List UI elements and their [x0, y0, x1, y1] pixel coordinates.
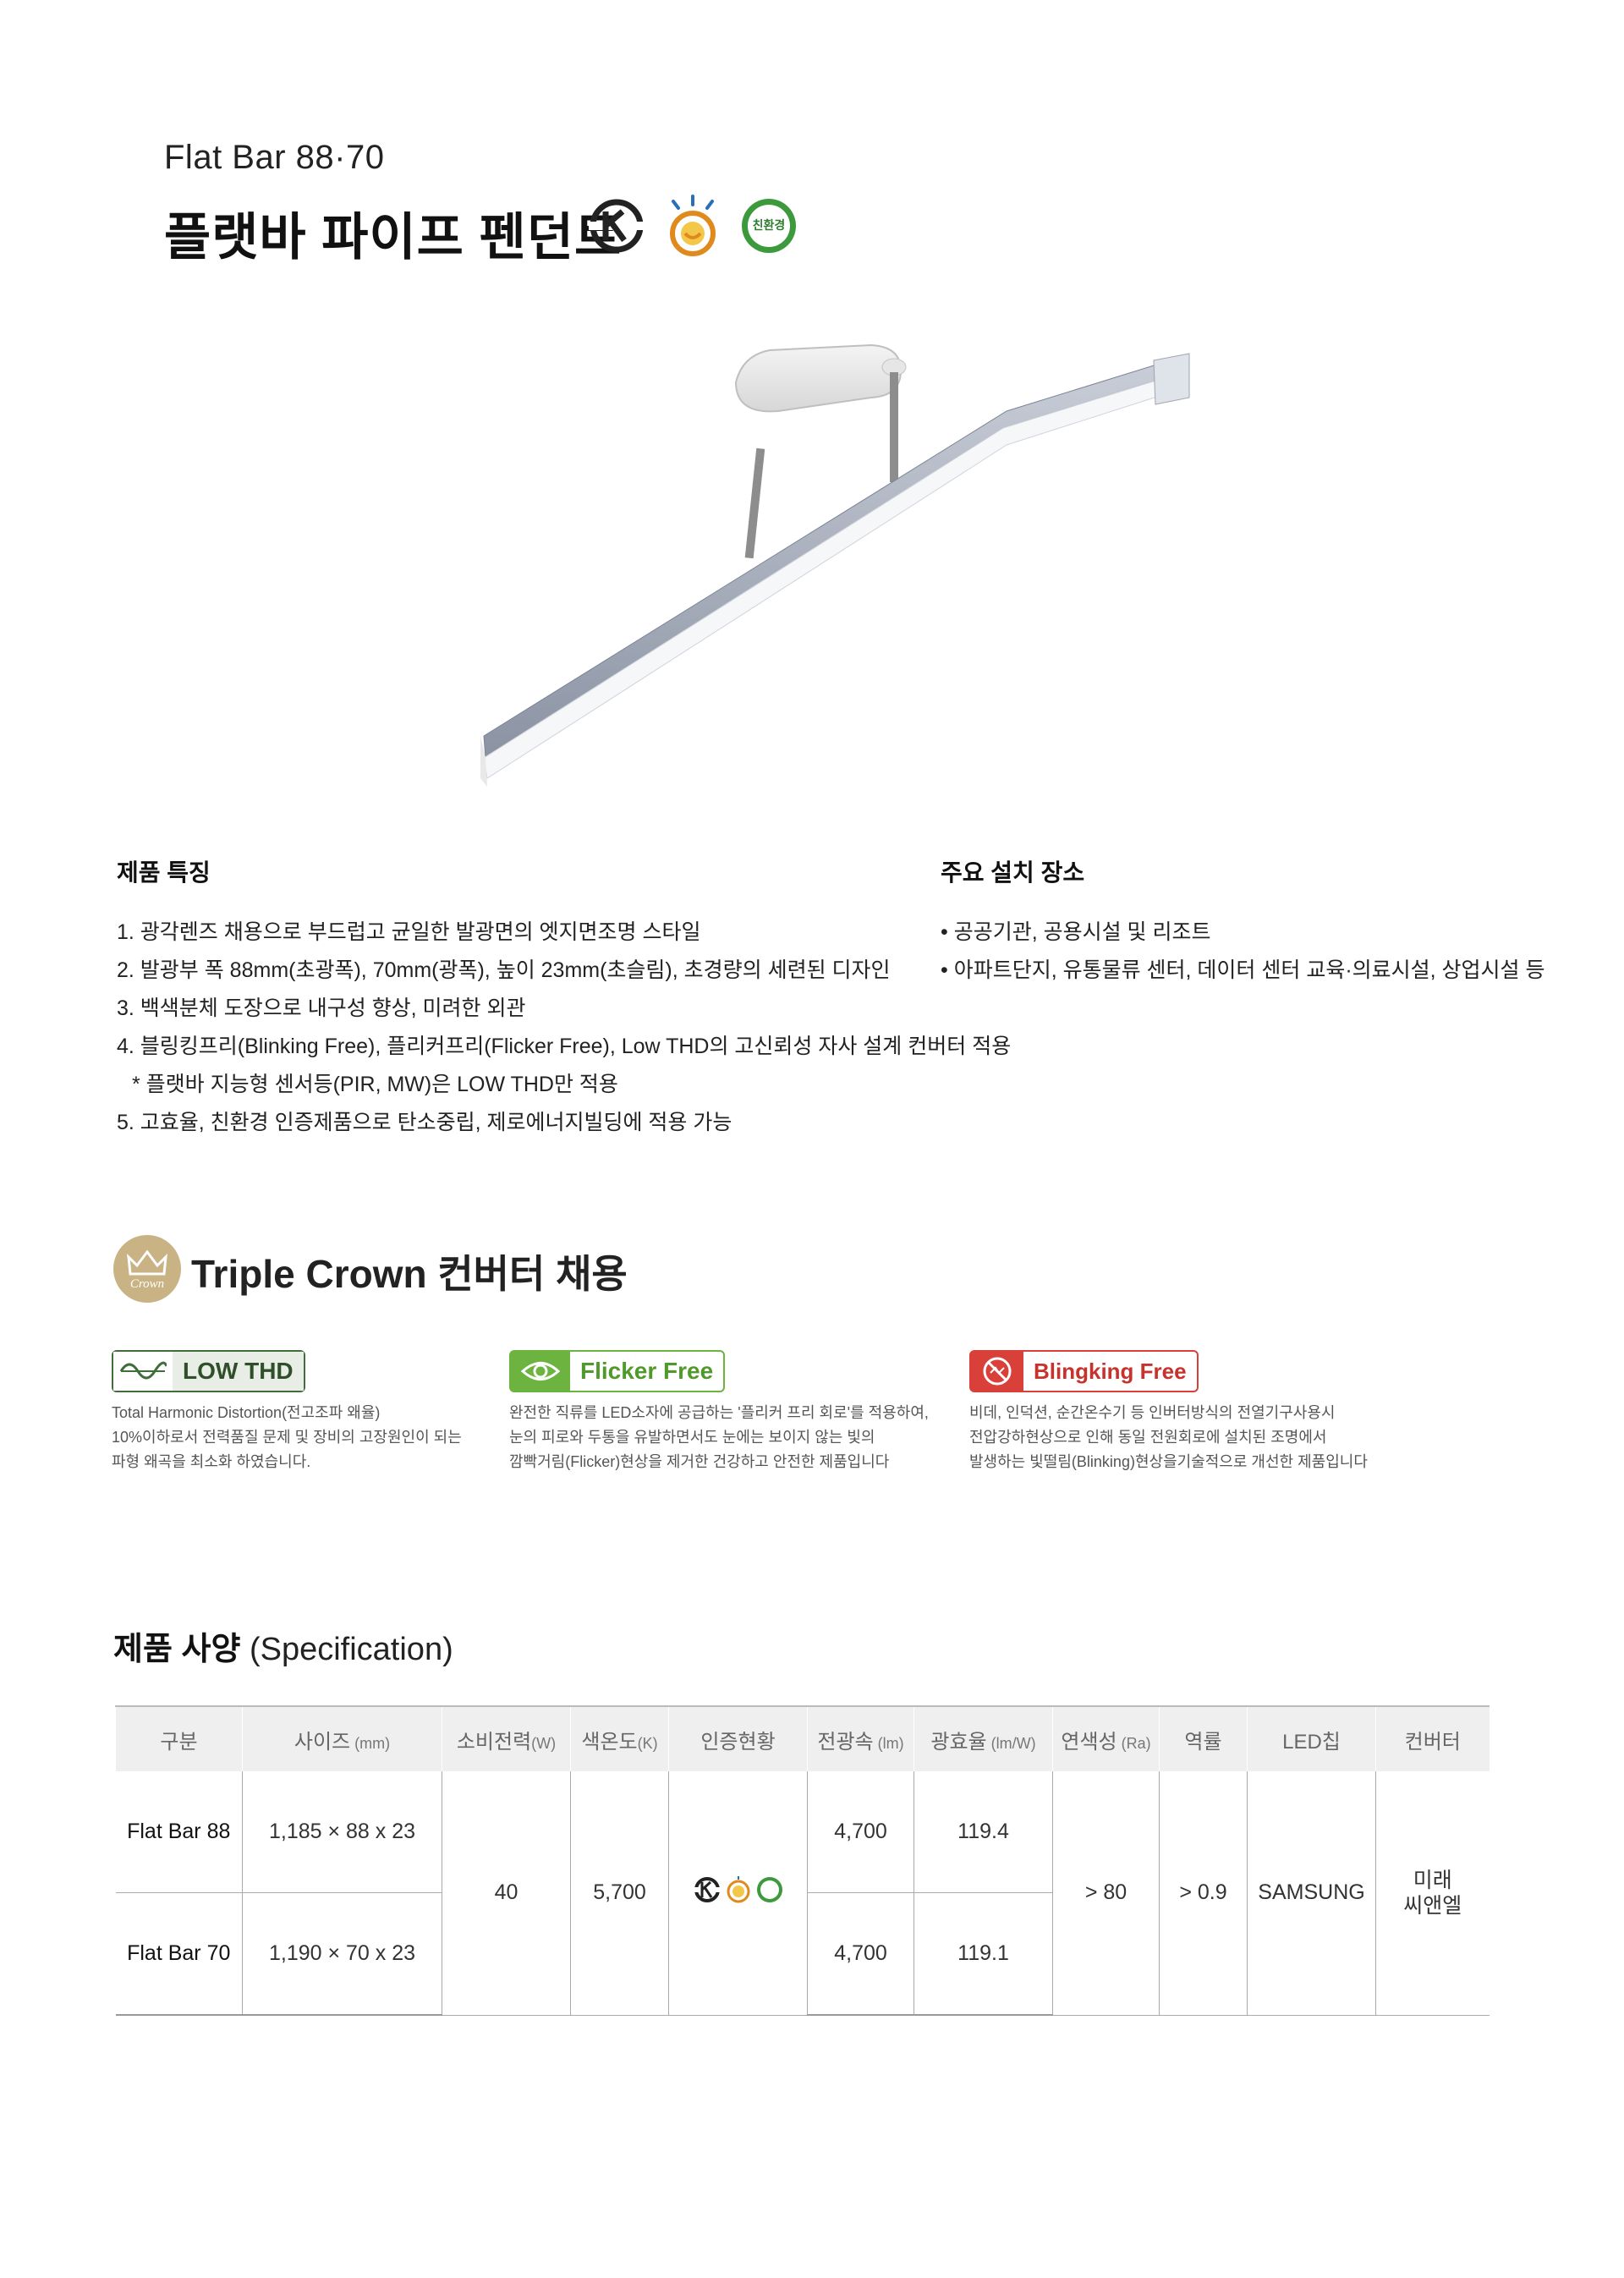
list-item: * 플랫바 지능형 센서등(PIR, MW)은 LOW THD만 적용 [132, 1073, 618, 1096]
header-cell: 구분 [115, 1705, 243, 1771]
list-item: 4. 블링킹프리(Blinking Free), 플리커프리(Flicker F… [117, 1035, 1012, 1058]
size-cell: 1,190 × 70 x 23 [242, 1892, 442, 2016]
table-row: Flat Bar 88 1,185 × 88 x 23 40 5,700 4,7… [115, 1771, 1490, 2016]
efficacy-cell: 119.4 [914, 1771, 1053, 1893]
kc-mark-icon [589, 199, 645, 253]
eco-label-icon: 친환경 [739, 196, 798, 255]
list-item: • 공공기관, 공용시설 및 리조트 [941, 920, 1211, 944]
efficacy-cell: 119.1 [914, 1892, 1053, 2016]
crown-title: Triple Crown 컨버터 채용 [191, 1252, 628, 1296]
badge-label: LOW THD [173, 1352, 304, 1391]
converter-cell: 미래 씨앤엘 [1375, 1771, 1490, 2016]
no-blink-icon [983, 1357, 1012, 1386]
header-cell: 전광속 (lm) [807, 1705, 914, 1771]
sine-wave-icon [119, 1361, 167, 1380]
crown-logo: Crown [113, 1235, 181, 1303]
power-factor-cell: > 0.9 [1159, 1771, 1248, 2016]
certification-icons [693, 1876, 782, 1903]
crown-icon [127, 1249, 167, 1276]
product-image [480, 343, 1190, 787]
header-cell: 색온도(K) [570, 1705, 669, 1771]
list-item: 3. 백색분체 도장으로 내구성 향상, 미려한 외관 [117, 996, 526, 1020]
list-item: 2. 발광부 폭 88mm(초광폭), 70mm(광폭), 높이 23mm(초슬… [117, 958, 891, 982]
header-cell: 소비전력(W) [442, 1705, 571, 1771]
eco-label-text: 친환경 [752, 218, 786, 232]
locations-heading: 주요 설치 장소 [941, 859, 1085, 886]
size-cell: 1,185 × 88 x 23 [242, 1771, 442, 1893]
badge-label: Flicker Free [580, 1358, 714, 1384]
low-thd-badge: LOW THD [112, 1350, 305, 1392]
low-thd-description: Total Harmonic Distortion(전고조파 왜율) 10%이하… [112, 1404, 462, 1470]
power-cell: 40 [442, 1771, 571, 2016]
header-cell: 사이즈 (mm) [242, 1705, 442, 1771]
list-item: 5. 고효율, 친환경 인증제품으로 탄소중립, 제로에너지빌딩에 적용 가능 [117, 1111, 732, 1134]
eye-icon [520, 1362, 561, 1381]
table-row: Flat Bar 70 1,190 × 70 x 23 4,700 119.1 [115, 1892, 1490, 2016]
model-cell: Flat Bar 88 [115, 1771, 243, 1893]
blinking-free-badge: Blingking Free [969, 1350, 1199, 1392]
header-cell: 역률 [1159, 1705, 1248, 1771]
spec-table: 구분 사이즈 (mm) 소비전력(W) 색온도(K) 인증현황 전광속 (lm)… [115, 1705, 1490, 2016]
header-cell: 인증현황 [668, 1705, 808, 1771]
cct-cell: 5,700 [570, 1771, 669, 2016]
list-item: 1. 광각렌즈 채용으로 부드럽고 균일한 발광면의 엣지면조명 스타일 [117, 920, 701, 944]
energy-efficiency-icon [670, 195, 716, 256]
cri-cell: > 80 [1052, 1771, 1160, 2016]
badge-label: Blingking Free [1034, 1358, 1187, 1384]
features-list: 1. 광각렌즈 채용으로 부드럽고 균일한 발광면의 엣지면조명 스타일 2. … [117, 914, 1012, 1142]
table-header-row: 구분 사이즈 (mm) 소비전력(W) 색온도(K) 인증현황 전광속 (lm)… [115, 1705, 1490, 1771]
lumen-cell: 4,700 [807, 1892, 914, 2016]
model-cell: Flat Bar 70 [115, 1892, 243, 2016]
model-name: Flat Bar 88·70 [164, 139, 385, 176]
flicker-free-description: 완전한 직류를 LED소자에 공급하는 '플리커 프리 회로'를 적용하여, 눈… [509, 1404, 929, 1470]
spec-title: 제품 사양 (Specification) [113, 1632, 453, 1667]
blinking-free-description: 비데, 인덕션, 순간온수기 등 인버터방식의 전열기구사용시 전압강하현상으로… [969, 1404, 1368, 1470]
flicker-free-badge: Flicker Free [509, 1350, 726, 1392]
crown-logo-text: Crown [129, 1277, 165, 1291]
locations-list: • 공공기관, 공용시설 및 리조트 • 아파트단지, 유통물류 센터, 데이터… [941, 914, 1544, 990]
lumen-cell: 4,700 [807, 1771, 914, 1893]
header-cell: 광효율 (lm/W) [914, 1705, 1053, 1771]
page-title: 플랫바 파이프 펜던트 [164, 209, 623, 266]
led-chip-cell: SAMSUNG [1247, 1771, 1376, 2016]
certification-cell [668, 1771, 808, 2016]
header-cell: 컨버터 [1375, 1705, 1490, 1771]
certification-marks: 친환경 [587, 193, 798, 259]
header-cell: 연색성 (Ra) [1052, 1705, 1160, 1771]
features-heading: 제품 특징 [117, 859, 211, 886]
list-item: • 아파트단지, 유통물류 센터, 데이터 센터 교육·의료시설, 상업시설 등 [941, 958, 1545, 982]
header-cell: LED칩 [1247, 1705, 1376, 1771]
